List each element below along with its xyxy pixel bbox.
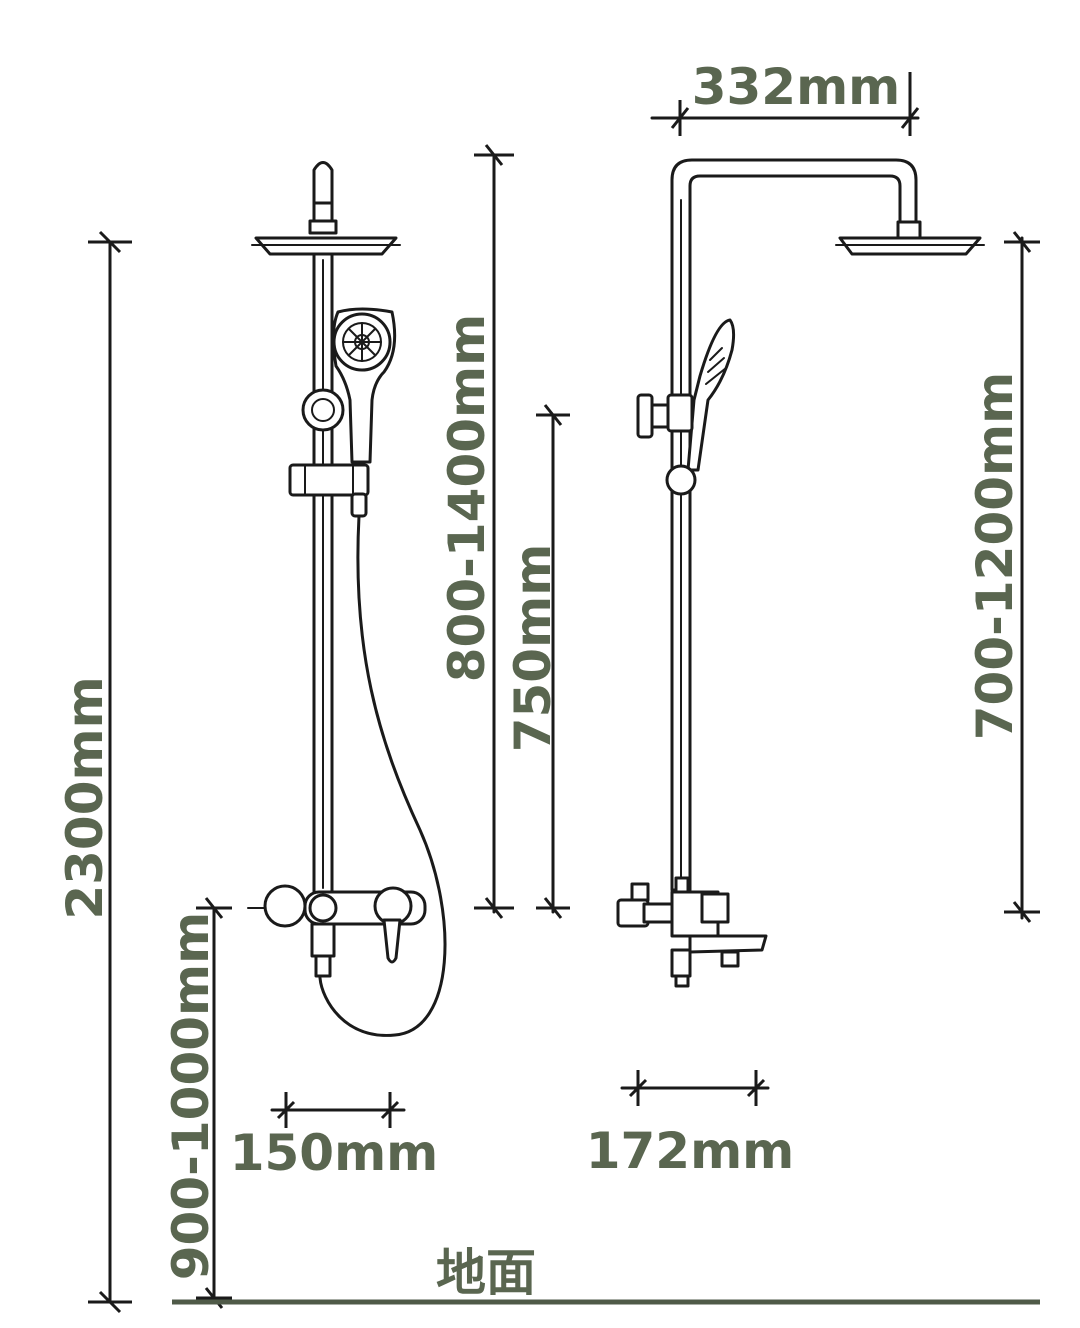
front-holder-ring bbox=[301, 388, 345, 432]
dimension-lines bbox=[88, 72, 1040, 1314]
side-inlet-pipe bbox=[642, 902, 674, 924]
side-main-pipe bbox=[670, 158, 918, 892]
label-arm-reach: 332mm bbox=[692, 58, 901, 116]
hand-shower-connector bbox=[350, 492, 368, 518]
side-inlet-cap bbox=[630, 882, 650, 902]
side-tub-spout bbox=[688, 934, 768, 954]
label-ground: 地面 bbox=[436, 1244, 536, 1302]
label-spout-width: 172mm bbox=[586, 1122, 795, 1180]
side-holder-knob bbox=[636, 393, 654, 439]
label-slide-bar: 750mm bbox=[504, 544, 562, 753]
front-slider-bracket bbox=[288, 463, 370, 497]
mixer-bottom-nut bbox=[310, 922, 336, 958]
left-wall-elbow bbox=[263, 884, 307, 928]
mixer-lever bbox=[382, 918, 402, 964]
label-head-height: 700-1200mm bbox=[966, 372, 1024, 740]
overhead-head-neck bbox=[308, 219, 338, 235]
side-head-neck bbox=[896, 220, 922, 240]
rail-top-collar bbox=[312, 201, 334, 223]
mixer-bottom-outlet bbox=[314, 954, 332, 978]
side-hand-shower bbox=[686, 318, 736, 472]
dimension-labels: 2300mm 900-1000mm 150mm 800-1400mm 750mm… bbox=[56, 58, 1024, 1302]
label-valve-spacing: 150mm bbox=[230, 1124, 439, 1182]
side-view bbox=[616, 158, 985, 988]
label-rail-height: 800-1400mm bbox=[438, 314, 496, 682]
label-valve-height: 900-1000mm bbox=[162, 912, 220, 1280]
side-slider-ring bbox=[665, 464, 697, 496]
rail-top-cap bbox=[312, 161, 334, 207]
label-total-height: 2300mm bbox=[56, 676, 114, 919]
shower-hose bbox=[318, 514, 447, 1037]
side-bottom-outlet bbox=[670, 948, 692, 978]
side-bottom-nut bbox=[674, 974, 690, 988]
side-holder-clamp bbox=[666, 393, 694, 433]
side-spout-tip bbox=[720, 950, 740, 968]
side-mixer-knob bbox=[700, 892, 730, 924]
front-view bbox=[247, 161, 447, 1037]
mixer-knob bbox=[308, 893, 338, 923]
